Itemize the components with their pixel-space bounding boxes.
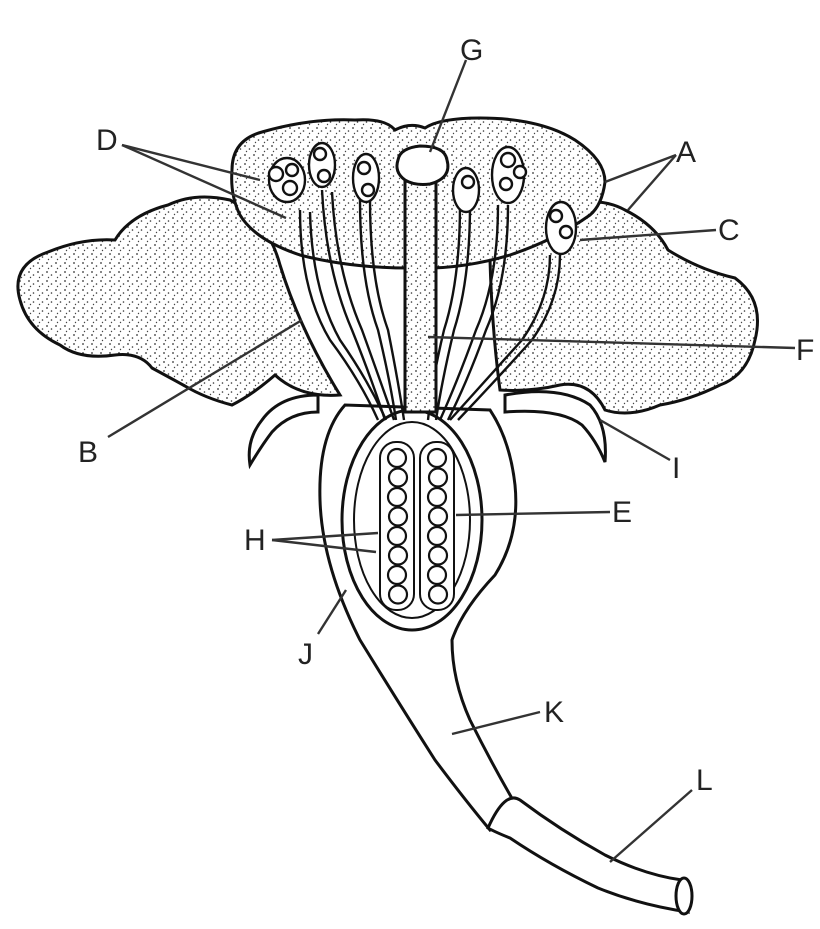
- label-k: K: [544, 696, 564, 729]
- ovule: [428, 566, 446, 584]
- label-l: L: [696, 764, 713, 797]
- ovule: [429, 469, 447, 487]
- ovule: [388, 488, 406, 506]
- label-f: F: [796, 334, 814, 367]
- ovule: [389, 469, 407, 487]
- label-a: A: [676, 136, 696, 169]
- ovule: [389, 547, 407, 565]
- stalk: [488, 798, 688, 912]
- label-g: G: [460, 34, 483, 67]
- ovule: [389, 508, 407, 526]
- ovule: [428, 527, 446, 545]
- label-h: H: [244, 524, 266, 557]
- ovule: [388, 527, 406, 545]
- stigma: [397, 146, 448, 185]
- stalk-end: [676, 878, 692, 914]
- ovule: [388, 566, 406, 584]
- label-b: B: [78, 436, 98, 469]
- ovule: [429, 586, 447, 604]
- label-e: E: [612, 496, 632, 529]
- style: [405, 180, 436, 412]
- ovule: [389, 586, 407, 604]
- ovule: [429, 547, 447, 565]
- ovule: [429, 508, 447, 526]
- sepal-left: [249, 395, 318, 465]
- sepal-right: [505, 392, 605, 462]
- ovule: [428, 488, 446, 506]
- ovule: [428, 449, 446, 467]
- label-i: I: [672, 452, 680, 485]
- label-j: J: [298, 638, 313, 671]
- label-d: D: [96, 124, 118, 157]
- ovule: [388, 449, 406, 467]
- label-c: C: [718, 214, 740, 247]
